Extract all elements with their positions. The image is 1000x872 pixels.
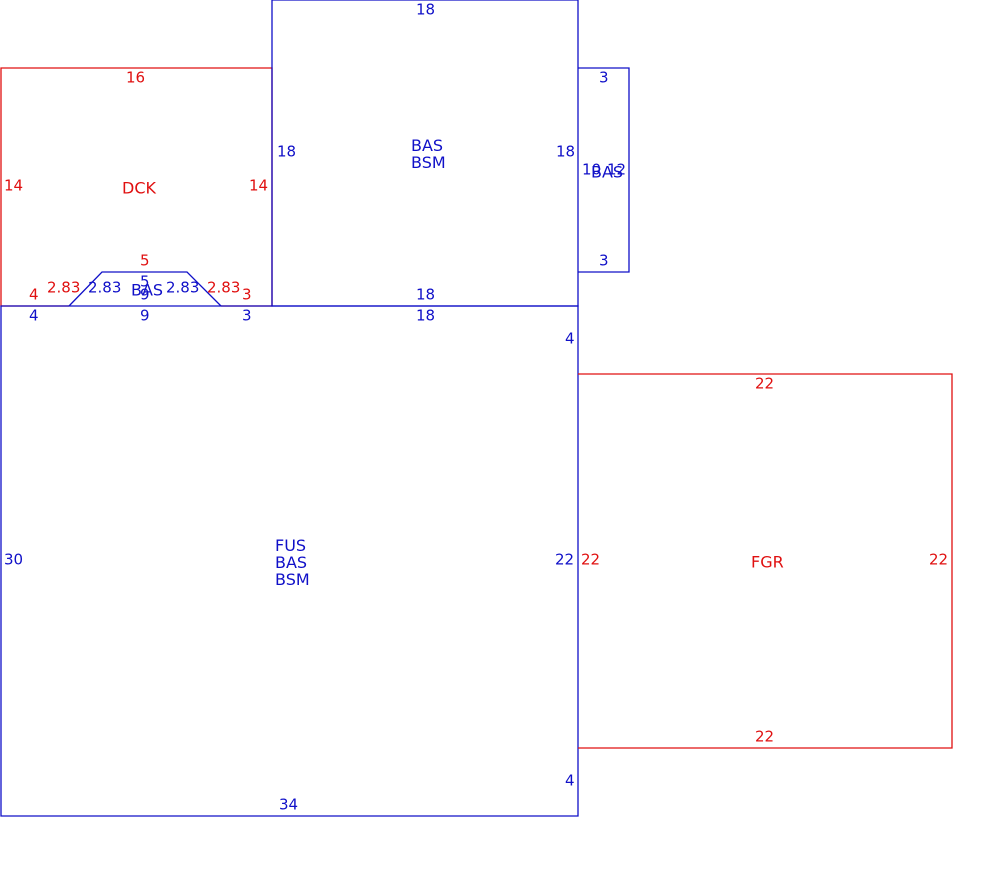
dim-dck-bottom-right: 3 [242,286,252,304]
dim-bay-top: 5 [140,273,150,291]
dim-main-right-top: 4 [565,330,575,348]
bay-bas-outline [68,271,222,307]
main-label-line-2: BAS [275,553,307,572]
upper-label-line-1: BAS [411,136,443,155]
dim-upper-left: 18 [277,143,296,161]
dim-main-bottom: 34 [279,796,298,814]
dim-bay-diag-right: 2.83 [166,279,199,297]
side-bas-outline [578,67,630,273]
dim-main-right: 22 [555,551,574,569]
dim-bay-bottom: 9 [140,286,150,304]
dim-main-top-bay: 9 [140,307,150,325]
main-label-line-1: FUS [275,536,306,555]
dim-fgr-right: 22 [929,551,948,569]
dim-side-right: 12 [607,161,626,179]
dim-dck-bay-top: 5 [140,252,150,270]
dim-dck-bottom-left: 4 [29,286,39,304]
dim-fgr-bottom: 22 [755,728,774,746]
dim-upper-bottom: 18 [416,286,435,304]
dim-fgr-top: 22 [755,375,774,393]
dim-dck-left: 14 [4,177,23,195]
upper-bas-label: BAS BSM [411,136,448,172]
dim-dck-diag-right: 2.83 [207,279,240,297]
dim-dck-right: 14 [249,177,268,195]
fgr-label: FGR [751,553,784,572]
main-fus-label: FUS BAS BSM [275,536,312,589]
dck-label: DCK [122,179,156,198]
dim-side-top: 3 [599,69,609,87]
side-bas-label: BAS [591,163,623,182]
main-fus-outline [0,305,579,817]
upper-label-line-2: BSM [411,153,446,172]
dim-main-right-bottom: 4 [565,772,575,790]
dim-main-top-upper: 18 [416,307,435,325]
dim-main-top-left: 4 [29,307,39,325]
dim-side-left: 10 [582,161,601,179]
dim-side-bottom: 3 [599,252,609,270]
dim-upper-top: 18 [416,1,435,19]
dim-fgr-left: 22 [581,551,600,569]
dim-dck-top: 16 [126,69,145,87]
dim-bay-diag-left: 2.83 [88,279,121,297]
dim-upper-right: 18 [556,143,575,161]
dim-main-top-mid: 3 [242,307,252,325]
bay-bas-label: BAS [131,281,163,300]
dim-main-left: 30 [4,551,23,569]
dim-dck-diag-left: 2.83 [47,279,80,297]
fgr-outline [578,373,953,749]
main-label-line-3: BSM [275,570,310,589]
